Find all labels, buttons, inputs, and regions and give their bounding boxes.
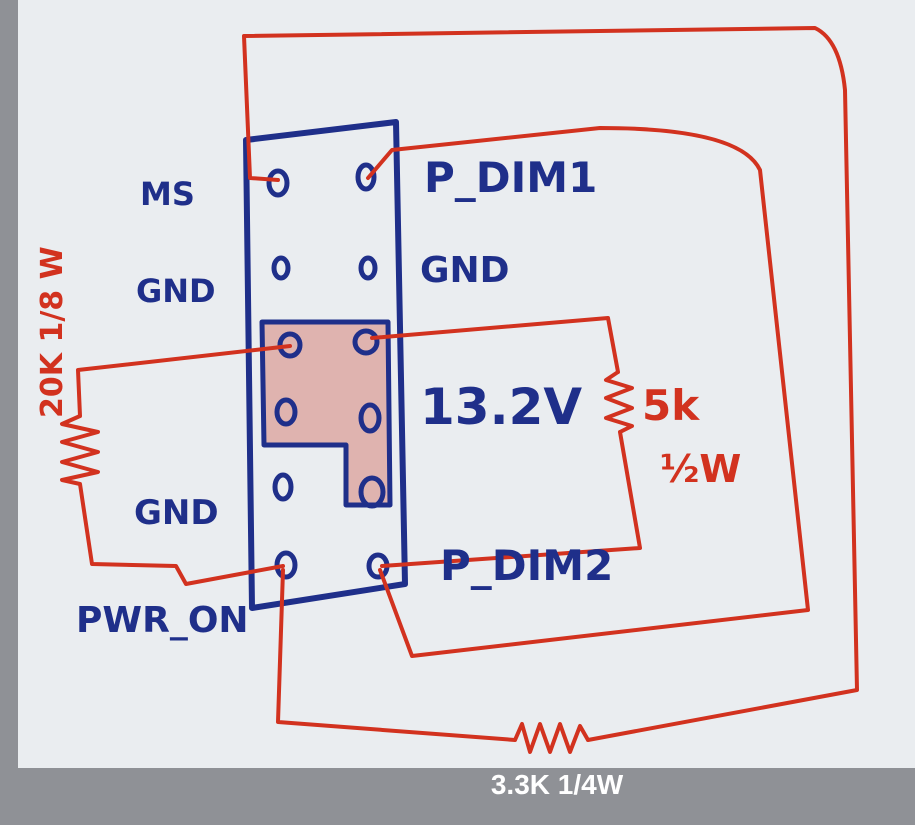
pin-13v-2 xyxy=(274,397,298,427)
label-gnd-left-bottom: GND xyxy=(134,493,219,533)
wire-left-resistor-pwr xyxy=(78,482,285,586)
pin-13v-3 xyxy=(352,328,380,356)
wire-right-resistor-pdim2 xyxy=(380,430,642,568)
pin-pwr-on xyxy=(274,550,298,580)
pin-gnd-left-bottom xyxy=(272,472,294,502)
caption-resistor-bottom: 3.3K 1/4W xyxy=(491,769,624,800)
label-resistor-right-power: ½W xyxy=(660,447,741,491)
label-13v: 13.2V xyxy=(420,378,582,436)
pin-gnd-right xyxy=(358,255,378,281)
pin-13v-1 xyxy=(277,331,303,359)
label-resistor-right-value: 5k xyxy=(642,381,700,430)
wire-bottom-resistor-pwr xyxy=(276,568,517,742)
pin-13v-4 xyxy=(358,402,382,434)
label-pwr-on: PWR_ON xyxy=(76,600,249,641)
resistor-bottom-symbol xyxy=(513,722,590,754)
label-gnd-left-top: GND xyxy=(136,272,216,310)
v13-pin-group-highlight xyxy=(259,319,393,508)
label-resistor-left: 20K 1/8 W xyxy=(35,246,70,418)
wire-13v-right-resistor-top xyxy=(370,316,620,374)
resistor-left-symbol xyxy=(60,414,100,486)
wire-13v-left-resistor-top xyxy=(76,344,292,418)
wire-ms-outer xyxy=(242,26,859,742)
pins-left-column xyxy=(266,168,303,580)
connector-outline xyxy=(243,119,408,611)
label-p-dim1: P_DIM1 xyxy=(424,153,597,202)
wire-pdim1-pdim2 xyxy=(366,126,810,658)
wires xyxy=(76,26,859,742)
label-ms: MS xyxy=(140,175,195,213)
label-gnd-right: GND xyxy=(420,250,510,291)
pin-p-dim1 xyxy=(355,162,377,192)
pin-13v-5 xyxy=(358,475,386,509)
pin-gnd-left-top xyxy=(271,255,291,281)
whiteboard xyxy=(18,0,915,768)
label-p-dim2: P_DIM2 xyxy=(440,541,613,590)
pin-ms xyxy=(266,168,290,198)
resistor-right-symbol xyxy=(604,370,634,434)
